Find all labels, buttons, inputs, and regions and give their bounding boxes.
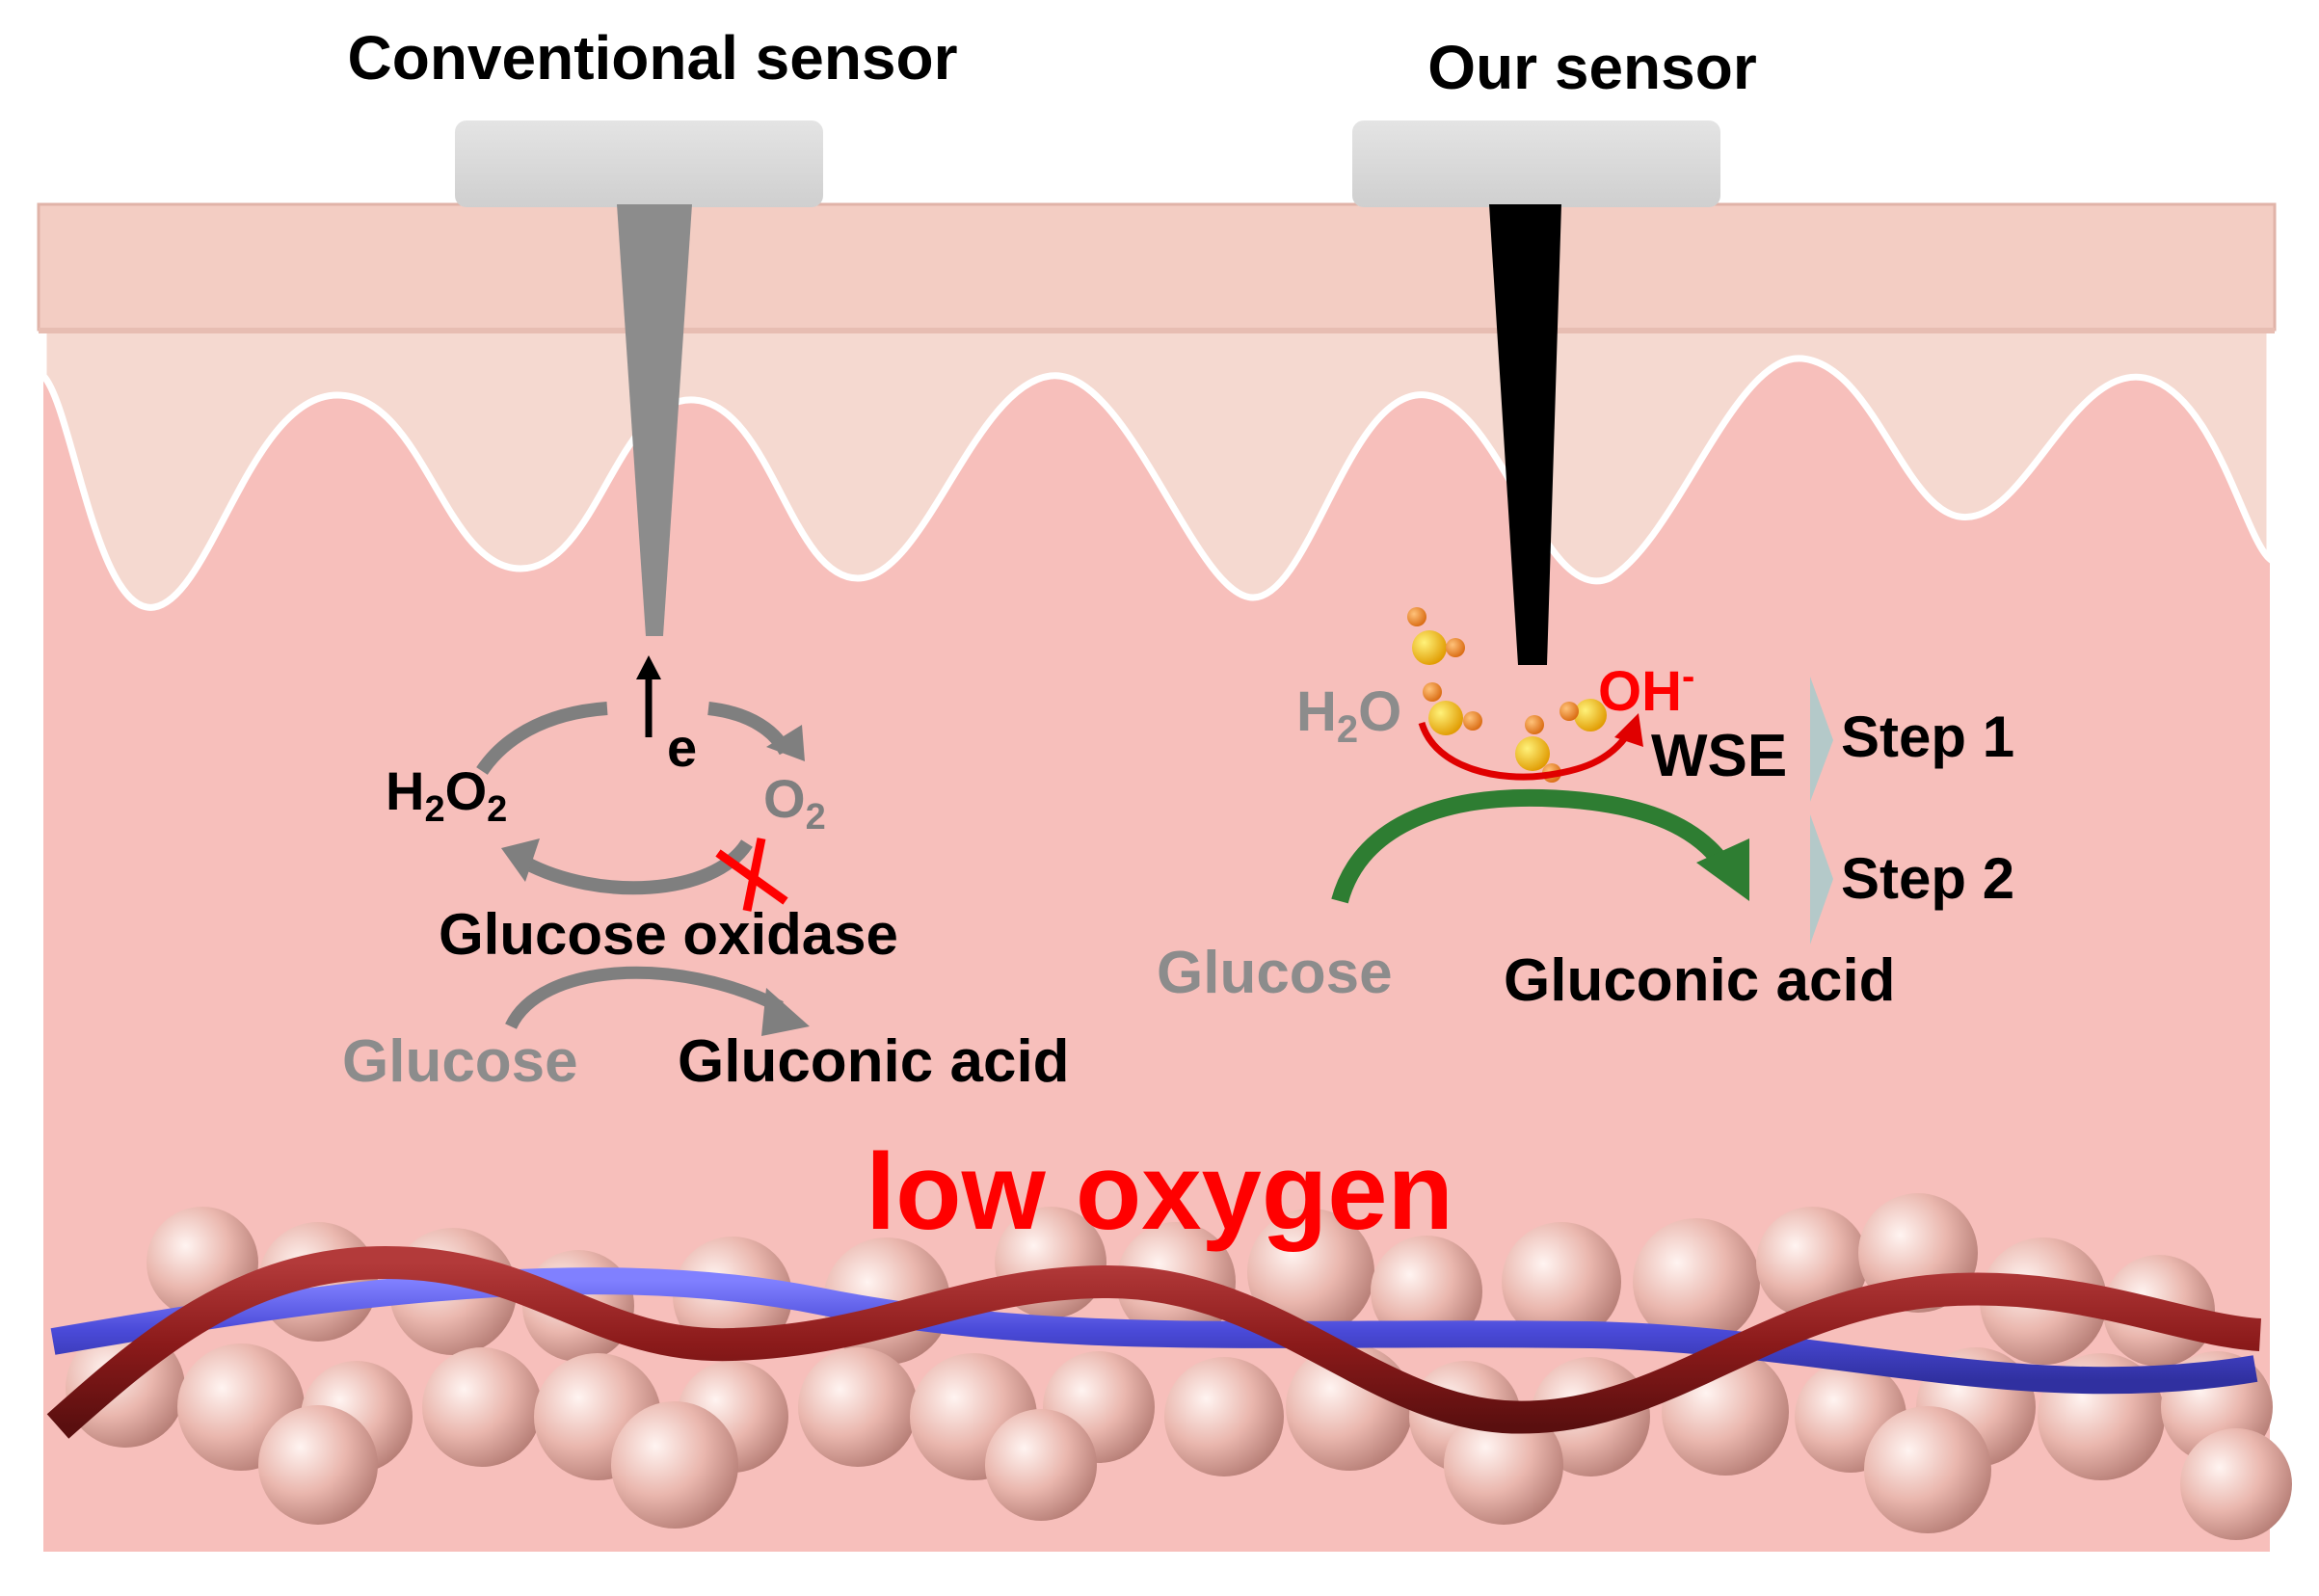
step-1-bracket [1810, 677, 1833, 802]
dermis-layer [43, 328, 2270, 1552]
wse-label: WSE [1651, 723, 1787, 789]
conventional-mechanism: e H2O2 O2 Glucose oxidase Glucose Glucon… [342, 655, 1070, 1095]
low-oxygen-label: low oxygen [866, 1131, 1453, 1252]
our-glucose-label: Glucose [1157, 940, 1393, 1006]
our-mechanism: H2O OH- WSE Step 1 Step 2 Glucose Glucon… [1157, 607, 2014, 1014]
blood-cell [2180, 1428, 2292, 1540]
our-gluconic-acid-label: Gluconic acid [1504, 947, 1896, 1014]
epidermis-layer [40, 324, 2274, 611]
blood-cell [1371, 1236, 1482, 1347]
blocked-cross-icon [715, 838, 788, 912]
blood-cell [985, 1409, 1097, 1521]
hydroxide-label: OH- [1598, 655, 1694, 723]
vein-vessel [50, 1267, 2258, 1395]
our-needle [1489, 204, 1561, 665]
glucose-oxidation-arrowhead [1696, 838, 1749, 901]
water-molecule-icon [1423, 682, 1482, 735]
skin-tissue [37, 202, 2277, 1552]
stratum-corneum [37, 202, 2277, 332]
o2-label: O2 [763, 768, 826, 838]
conventional-needle [617, 204, 692, 636]
water-label: H2O [1296, 680, 1401, 751]
cycle-arrowhead-bottom-left [501, 838, 540, 882]
blood-cell [1164, 1357, 1284, 1476]
conventional-sensor-pad [455, 120, 823, 207]
blood-cell [1633, 1218, 1760, 1345]
cycle-arrowhead-top-right [766, 725, 805, 761]
step-2-bracket [1810, 814, 1833, 944]
blood-cell [1756, 1207, 1868, 1318]
conventional-sensor-title: Conventional sensor [348, 23, 958, 93]
water-splitting-arrow [1418, 721, 1632, 781]
cycle-arrow-top-left [476, 702, 608, 776]
step-2-label: Step 2 [1841, 846, 2014, 911]
blood-cell [422, 1347, 542, 1467]
glucose-oxidase-label: Glucose oxidase [439, 902, 898, 967]
our-sensor-pad [1352, 120, 1720, 207]
hydroxide-molecule-icon [1559, 699, 1607, 732]
artery-vessel [46, 1245, 2262, 1439]
blood-cell [1247, 1209, 1374, 1336]
water-splitting-arrowhead [1614, 713, 1643, 747]
electron-label: e [667, 717, 697, 778]
blood-cell [1444, 1405, 1563, 1525]
glucose-oxidation-arrow [1331, 788, 1733, 904]
electron-arrowhead [636, 655, 661, 679]
our-sensor-title: Our sensor [1427, 33, 1756, 102]
h2o2-label: H2O2 [386, 760, 507, 830]
conventional-gluconic-acid-label: Gluconic acid [678, 1028, 1070, 1095]
water-molecule-icon [1407, 607, 1465, 665]
layer-divider [39, 328, 2275, 333]
step-1-label: Step 1 [1841, 705, 2014, 769]
glucose-conversion-arrow [505, 966, 784, 1030]
conventional-glucose-label: Glucose [342, 1028, 578, 1095]
blood-cell [1502, 1222, 1621, 1342]
blood-cell [1864, 1406, 1991, 1533]
blood-cell [798, 1347, 918, 1467]
glucose-conversion-arrowhead [761, 988, 810, 1036]
blood-cell [258, 1405, 378, 1525]
blood-cell [611, 1401, 738, 1529]
